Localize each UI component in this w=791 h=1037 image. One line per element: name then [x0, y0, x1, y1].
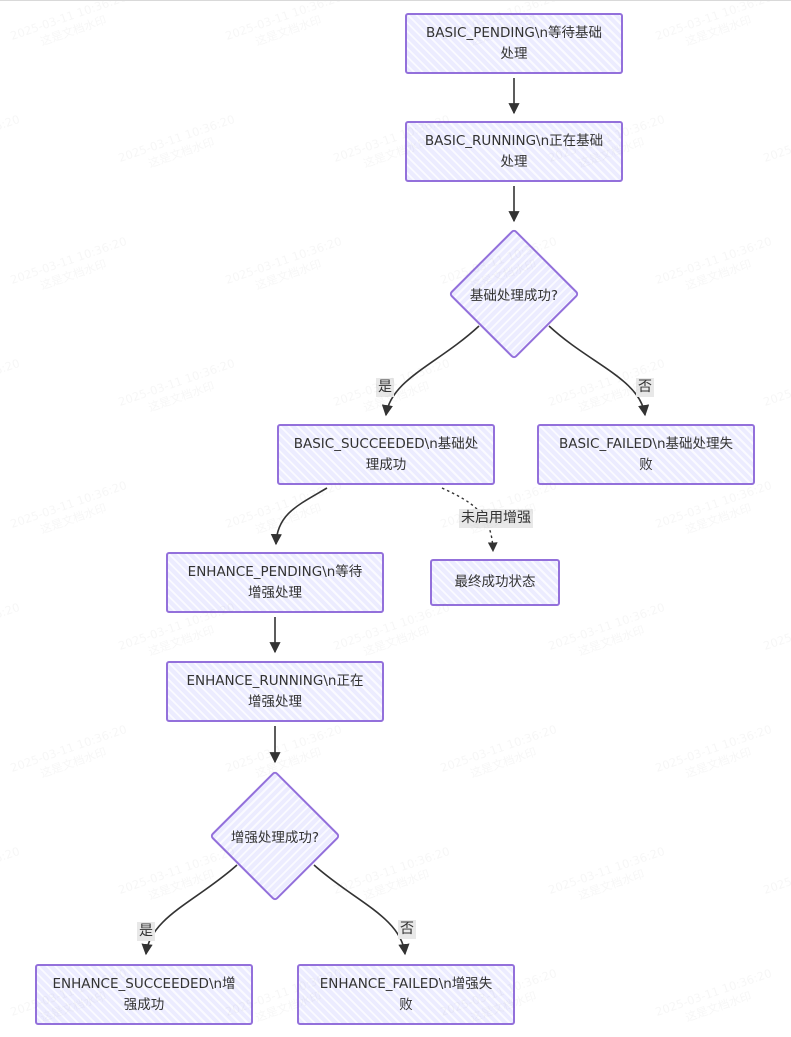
edge-label-basic-yes: 是	[376, 378, 394, 397]
node-decision-enhance: 增强处理成功?	[208, 769, 342, 903]
edge-decision-enhance-yes	[141, 864, 238, 956]
node-label-line: 败	[639, 456, 653, 473]
node-basic-pending: BASIC_PENDING\n等待基础 处理	[405, 13, 623, 74]
edge-label-skip-enhance: 未启用增强	[459, 509, 533, 528]
node-label-line: ENHANCE_RUNNING\n正在	[186, 672, 364, 689]
edge-decision-basic-no	[548, 325, 650, 417]
edge-decision-enhance-no	[313, 864, 410, 956]
node-label-line: 增强处理成功?	[230, 830, 320, 846]
node-label-line: ENHANCE_FAILED\n增强失	[319, 975, 493, 992]
edge-label-basic-no: 否	[636, 378, 654, 397]
node-label-line: ENHANCE_PENDING\n等待	[187, 563, 363, 580]
edge-basic-succeeded-to-enhance-pending	[270, 487, 328, 546]
node-enhance-running: ENHANCE_RUNNING\n正在 增强处理	[166, 661, 384, 722]
edge-label-enhance-no: 否	[398, 920, 416, 939]
node-label-line: BASIC_RUNNING\n正在基础	[424, 132, 604, 149]
node-enhance-pending: ENHANCE_PENDING\n等待 增强处理	[166, 552, 384, 613]
node-label-line: 基础处理成功?	[469, 288, 559, 304]
node-label-line: 最终成功状态	[454, 574, 536, 590]
node-label-line: 增强处理	[248, 584, 302, 601]
node-final-success: 最终成功状态	[430, 559, 560, 606]
node-label-line: ENHANCE_SUCCEEDED\n增	[52, 975, 236, 992]
node-decision-basic: 基础处理成功?	[447, 227, 581, 361]
node-label-line: 处理	[500, 153, 528, 170]
node-basic-running: BASIC_RUNNING\n正在基础 处理	[405, 121, 623, 182]
node-enhance-succeeded: ENHANCE_SUCCEEDED\n增 强成功	[35, 964, 253, 1025]
node-label-line: 强成功	[123, 996, 165, 1013]
node-enhance-failed: ENHANCE_FAILED\n增强失 败	[297, 964, 515, 1025]
node-basic-succeeded: BASIC_SUCCEEDED\n基础处 理成功	[277, 424, 495, 485]
node-label-line: 处理	[500, 45, 528, 62]
node-label-line: BASIC_PENDING\n等待基础	[425, 24, 603, 41]
edge-decision-basic-yes	[381, 325, 480, 417]
node-label-line: BASIC_FAILED\n基础处理失	[558, 435, 734, 452]
node-label-line: 理成功	[365, 456, 407, 473]
node-label-line: 败	[399, 996, 413, 1013]
node-label-line: 增强处理	[248, 693, 302, 710]
node-label-line: BASIC_SUCCEEDED\n基础处	[293, 435, 479, 452]
node-basic-failed: BASIC_FAILED\n基础处理失 败	[537, 424, 755, 485]
edge-label-enhance-yes: 是	[137, 922, 155, 941]
